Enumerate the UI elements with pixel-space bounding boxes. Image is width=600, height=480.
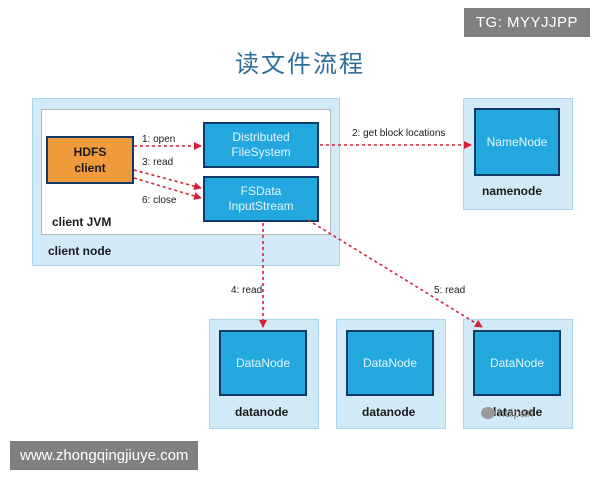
distributed-filesystem-box: Distributed FileSystem bbox=[203, 122, 319, 168]
namenode-label: namenode bbox=[482, 184, 543, 198]
edge-label-open: 1: open bbox=[142, 134, 176, 145]
wechat-icon bbox=[481, 407, 495, 419]
edge-label-read-3: 3: read bbox=[142, 157, 174, 168]
edge-label-get-block-locations: 2: get block locations bbox=[352, 128, 446, 139]
datanode-label-2: datanode bbox=[362, 405, 416, 419]
page-title: 读文件流程 bbox=[235, 50, 365, 78]
edge-label-read-4: 4: read bbox=[231, 285, 263, 296]
fsdata-inputstream-box: FSData InputStream bbox=[203, 176, 319, 222]
arrow-read-5 bbox=[307, 219, 483, 328]
datanode-box-2: DataNode bbox=[346, 330, 434, 396]
client-jvm-label: client JVM bbox=[52, 215, 112, 229]
arrow-read-3 bbox=[133, 169, 202, 191]
wechat-tag-text: hcipan bbox=[498, 406, 534, 420]
datanode-box-3: DataNode bbox=[473, 330, 561, 396]
wechat-tag: hcipan bbox=[481, 406, 533, 420]
edge-label-close: 6: close bbox=[142, 195, 177, 206]
edge-label-read-5: 5: read bbox=[434, 285, 466, 296]
datanode-box-1: DataNode bbox=[219, 330, 307, 396]
hdfs-client-box: HDFS client bbox=[46, 136, 134, 184]
namenode-box: NameNode bbox=[474, 108, 560, 176]
datanode-label-1: datanode bbox=[235, 405, 289, 419]
tg-badge: TG: MYYJJPP bbox=[463, 8, 590, 37]
watermark: www.zhongqingjiuye.com bbox=[10, 441, 199, 470]
datanode-label-3: datanode bbox=[489, 405, 543, 419]
client-node-label: client node bbox=[48, 244, 112, 258]
